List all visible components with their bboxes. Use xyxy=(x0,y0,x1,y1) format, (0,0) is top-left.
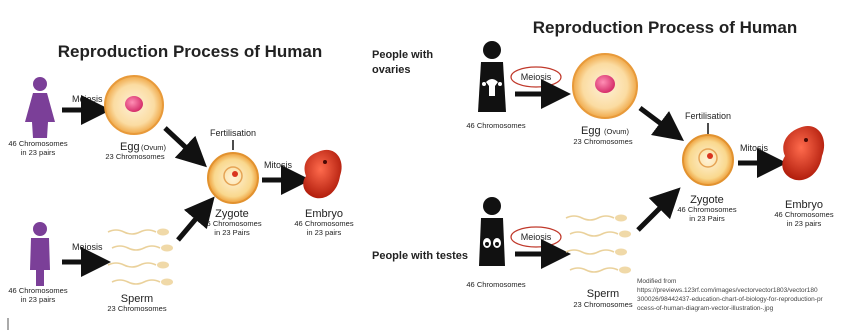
right-embryo-chrom-2: in 23 pairs xyxy=(787,219,822,228)
right-people-ovaries-2: ovaries xyxy=(372,64,411,76)
left-embryo xyxy=(303,150,341,198)
left-sperm-chrom: 23 Chromosomes xyxy=(107,304,166,313)
right-title: Reproduction Process of Human xyxy=(533,18,797,37)
left-egg-to-zygote-arrow xyxy=(165,128,196,157)
left-male-chrom-1: 46 Chromosomes xyxy=(8,286,67,295)
right-people-ovaries-1: People with xyxy=(372,49,433,61)
left-egg-sub: (Ovum) xyxy=(141,143,167,152)
right-embryo-chrom-1: 46 Chromosomes xyxy=(774,210,833,219)
left-mitosis-label: Mitosis xyxy=(264,160,293,170)
left-female-chrom-2: in 23 pairs xyxy=(21,148,56,157)
left-title: Reproduction Process of Human xyxy=(58,42,322,61)
left-panel: Reproduction Process of Human 46 Chromos… xyxy=(8,42,353,313)
right-panel: Reproduction Process of Human People wit… xyxy=(372,18,834,312)
credit-line-1: Modified from xyxy=(637,278,676,285)
right-mitosis-label: Mitosis xyxy=(740,143,769,153)
right-sperm-chrom: 23 Chromosomes xyxy=(573,300,632,309)
left-sperm-to-zygote-arrow xyxy=(178,208,205,240)
right-meiosis-top-label: Meiosis xyxy=(521,72,552,82)
right-ovaries-chrom: 46 Chromosomes xyxy=(466,121,525,130)
right-zygote-chrom-1: 46 Chromosomes xyxy=(677,205,736,214)
right-egg-sub: (Ovum) xyxy=(604,127,630,136)
left-embryo-chrom-2: in 23 pairs xyxy=(307,228,342,237)
female-person-icon xyxy=(25,77,55,138)
right-fertilisation-label: Fertilisation xyxy=(685,111,731,121)
credit-line-2: https://previews.123rf.com/images/vector… xyxy=(637,287,818,294)
testes-silhouette-icon xyxy=(479,197,505,266)
left-egg-chrom: 23 Chromosomes xyxy=(105,152,164,161)
right-sperm-cells xyxy=(566,215,631,274)
right-sperm-label: Sperm xyxy=(587,288,619,300)
left-meiosis-bottom-label: Meiosis xyxy=(72,242,103,252)
right-egg-chrom: 23 Chromosomes xyxy=(573,137,632,146)
credit-line-3: 300026/98442437-education-chart-of-biolo… xyxy=(637,296,824,303)
right-egg-label: Egg xyxy=(581,125,601,137)
left-male-chrom-2: in 23 pairs xyxy=(21,295,56,304)
right-testes-chrom: 46 Chromosomes xyxy=(466,280,525,289)
right-egg-to-zygote-arrow xyxy=(640,108,672,132)
left-zygote-chrom-2: in 23 Pairs xyxy=(214,228,250,237)
right-egg-cell xyxy=(573,54,637,118)
right-meiosis-bottom-label: Meiosis xyxy=(521,232,552,242)
left-zygote-cell xyxy=(208,153,258,203)
left-embryo-chrom-1: 46 Chromosomes xyxy=(294,219,353,228)
left-meiosis-top-label: Meiosis xyxy=(72,94,103,104)
left-female-chrom-1: 46 Chromosomes xyxy=(8,139,67,148)
left-fertilisation-label: Fertilisation xyxy=(210,128,256,138)
right-people-testes: People with testes xyxy=(372,250,468,262)
male-person-icon xyxy=(30,222,50,286)
ovaries-silhouette-icon xyxy=(478,41,506,112)
right-zygote-chrom-2: in 23 Pairs xyxy=(689,214,725,223)
left-sperm-cells xyxy=(108,229,173,286)
left-zygote-chrom-1: 46 Chromosomes xyxy=(202,219,261,228)
credit-line-4: ocess-of-human-diagram-vector-illustrati… xyxy=(637,305,774,312)
source-credit: Modified from https://previews.123rf.com… xyxy=(637,278,824,312)
right-sperm-to-zygote-arrow xyxy=(638,198,670,230)
right-zygote-cell xyxy=(683,135,733,185)
right-embryo xyxy=(782,126,824,180)
left-egg-cell xyxy=(105,76,163,134)
